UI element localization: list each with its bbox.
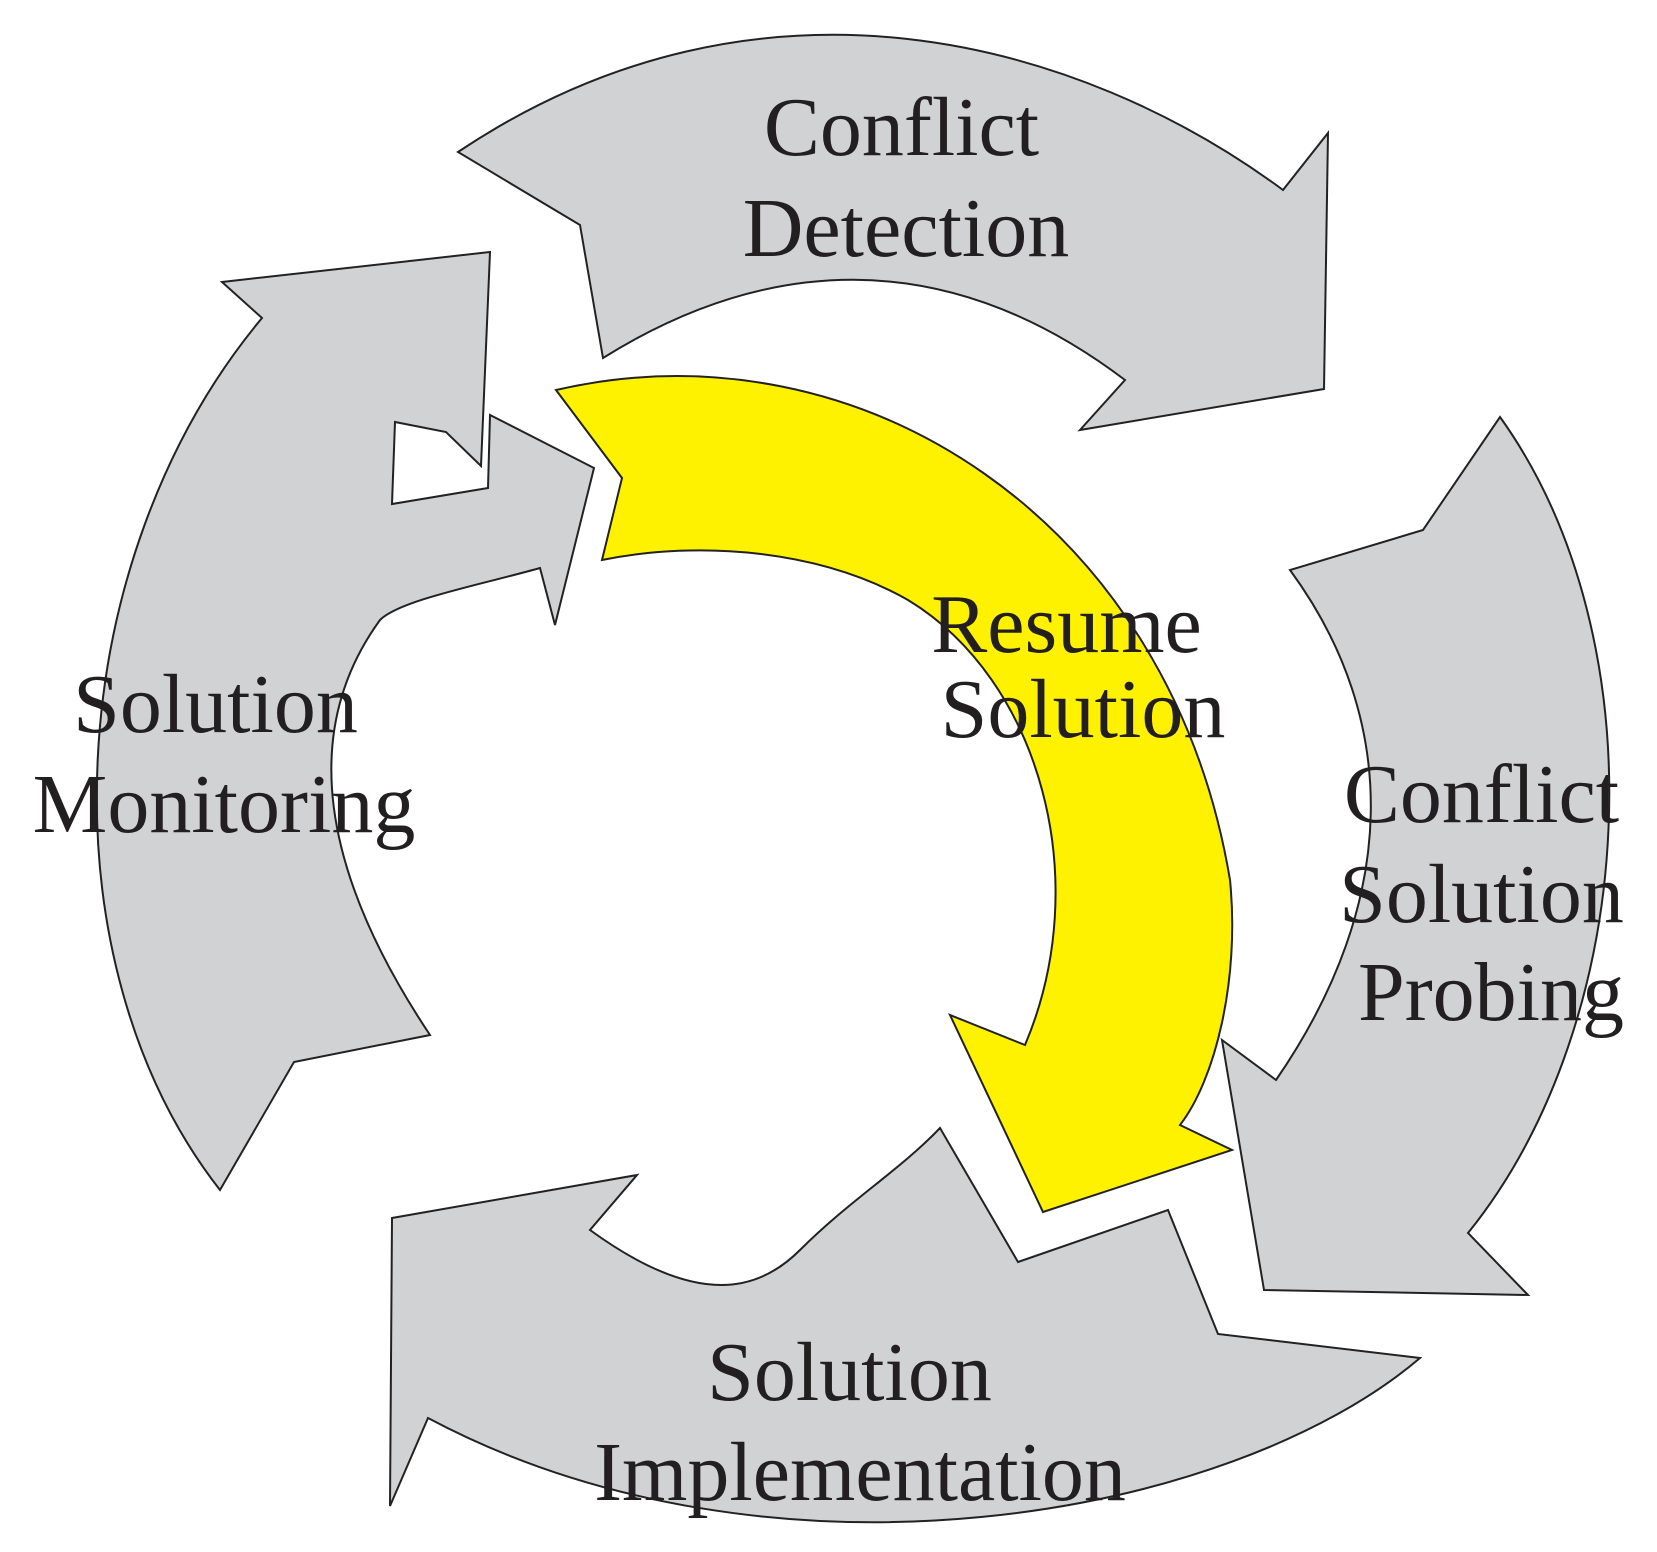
solution-monitoring-line-2: Monitoring [33, 758, 416, 851]
solution-implementation-line-1: Solution [707, 1326, 992, 1419]
resume-solution-line-2: Solution [941, 663, 1226, 756]
conflict-solution-probing-line-2: Solution [1339, 848, 1624, 941]
solution-monitoring-label: Solution Monitoring [33, 658, 416, 851]
solution-monitoring-line-1: Solution [73, 658, 358, 751]
solution-implementation-line-2: Implementation [594, 1426, 1126, 1519]
conflict-detection-line-2: Detection [743, 182, 1070, 275]
conflict-solution-probing-label: Conflict Solution Probing [1339, 748, 1645, 1039]
resume-solution-line-1: Resume [931, 578, 1202, 671]
conflict-detection-line-1: Conflict [764, 81, 1039, 174]
conflict-solution-probing-line-3: Probing [1358, 946, 1624, 1039]
solution-monitoring-arrow [95, 250, 596, 1192]
conflict-detection-label: Conflict Detection [743, 81, 1070, 275]
conflict-detection-arrow [456, 33, 1330, 432]
conflict-solution-probing-arrow [1220, 415, 1611, 1297]
resume-solution-arrow [554, 375, 1235, 1214]
solution-implementation-arrow [389, 1126, 1423, 1524]
conflict-solution-probing-line-1: Conflict [1344, 748, 1619, 841]
resume-solution-label: Resume Solution [931, 578, 1225, 756]
solution-implementation-label: Solution Implementation [594, 1326, 1126, 1519]
